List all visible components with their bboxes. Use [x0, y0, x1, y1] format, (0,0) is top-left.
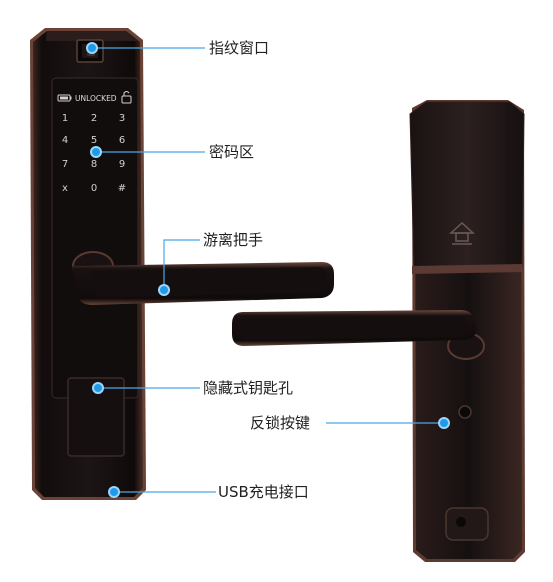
- keyhole-cover: [67, 377, 125, 457]
- usb-dot: [108, 486, 120, 498]
- keypad-key: 3: [119, 113, 125, 124]
- keypad-screen: [51, 77, 139, 399]
- keypad-key: 2: [91, 113, 97, 124]
- keypad-key: #: [118, 183, 126, 194]
- label-password-area: 密码区: [209, 143, 255, 161]
- keypad-keys: 1 2 3 4 5 6 7 8 9 x 0 #: [62, 113, 126, 194]
- keypad-key: 5: [91, 135, 97, 146]
- label-hidden-keyhole: 隐藏式钥匙孔: [203, 379, 294, 397]
- label-free-handle: 游离把手: [203, 231, 264, 249]
- callout-dots: [86, 42, 450, 498]
- label-fingerprint-window: 指纹窗口: [209, 39, 270, 57]
- keypad-key: 7: [62, 159, 68, 170]
- fingerprint-dot: [86, 42, 98, 54]
- keypad-key: x: [62, 183, 68, 194]
- battery-compartment: [409, 101, 525, 269]
- keypad-key: 1: [62, 113, 68, 124]
- front-lock-panel: UNLOCKED 1 2 3 4 5 6 7 8 9 x 0 #: [30, 28, 334, 500]
- callout-lines: [92, 47, 442, 493]
- handle-dot: [158, 284, 170, 296]
- keypad-key: 6: [119, 135, 125, 146]
- keypad-key: 8: [91, 159, 97, 170]
- unlocked-padlock-icon: [121, 91, 132, 104]
- label-anti-lock-button: 反锁按键: [250, 414, 311, 432]
- anti-lock-button-body: [458, 405, 472, 419]
- keypad-key: 0: [91, 183, 97, 194]
- arrow-up-icon: [449, 221, 475, 245]
- anti-lock-dot: [438, 417, 450, 429]
- password-dot: [90, 146, 102, 158]
- keyhole-dot: [92, 382, 104, 394]
- keypad-key: 9: [119, 159, 125, 170]
- status-text: UNLOCKED: [75, 94, 117, 103]
- back-lock-panel: [232, 100, 525, 562]
- label-usb-charging-port: USB充电接口: [218, 483, 309, 501]
- keypad-key: 4: [62, 135, 68, 146]
